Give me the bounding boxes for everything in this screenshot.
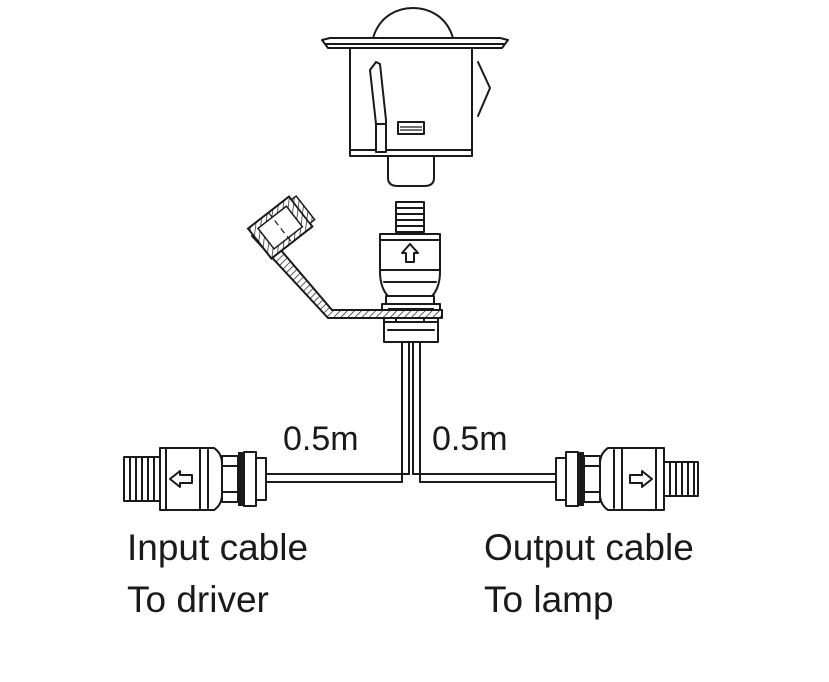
left-cable-length-label: 0.5m <box>283 420 359 458</box>
output-cable-label: Output cable <box>484 527 694 568</box>
mounting-bracket <box>246 194 443 319</box>
to-lamp-label: To lamp <box>484 579 614 620</box>
central-connector <box>379 201 441 343</box>
input-connector <box>123 447 267 511</box>
input-cable-label: Input cable <box>127 527 308 568</box>
sensor-housing <box>321 7 509 187</box>
output-connector <box>555 447 699 511</box>
right-cable-length-label: 0.5m <box>432 420 508 458</box>
to-driver-label: To driver <box>127 579 269 620</box>
cable-set <box>265 341 557 483</box>
